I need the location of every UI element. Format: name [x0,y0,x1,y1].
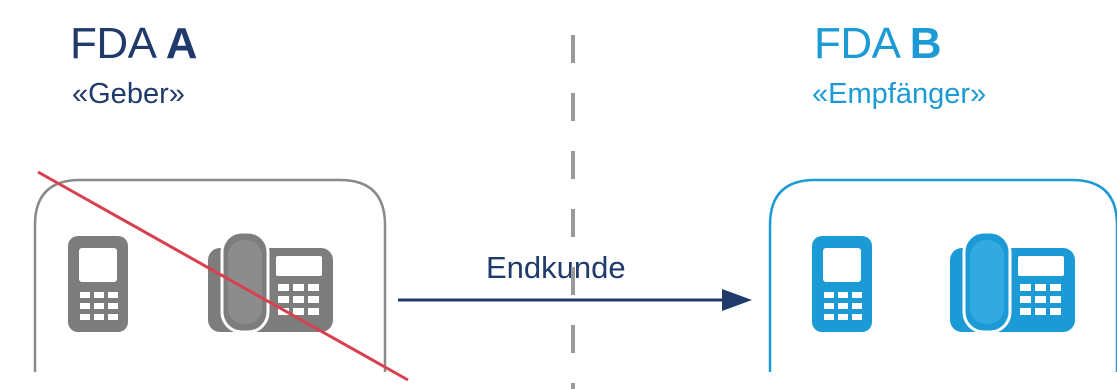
provider-a-box [33,178,387,372]
provider-b-title: FDA B [814,19,942,68]
provider-b-prefix: FDA [814,19,910,68]
cross-out-line [37,170,409,382]
provider-a-title: FDA A [70,19,198,68]
provider-a-prefix: FDA [70,19,166,68]
transfer-arrow [398,289,752,311]
transfer-label: Endkunde [486,250,626,285]
provider-b-role: «Empfänger» [812,78,987,110]
mobile-phone-icon [812,236,872,332]
provider-a-letter: A [165,19,198,68]
mobile-phone-icon [68,236,128,332]
provider-b-letter: B [909,19,942,68]
provider-b-box [768,178,1117,372]
desk-phone-icon [208,230,333,334]
desk-phone-icon [950,230,1075,334]
provider-a-role: «Geber» [72,78,185,110]
